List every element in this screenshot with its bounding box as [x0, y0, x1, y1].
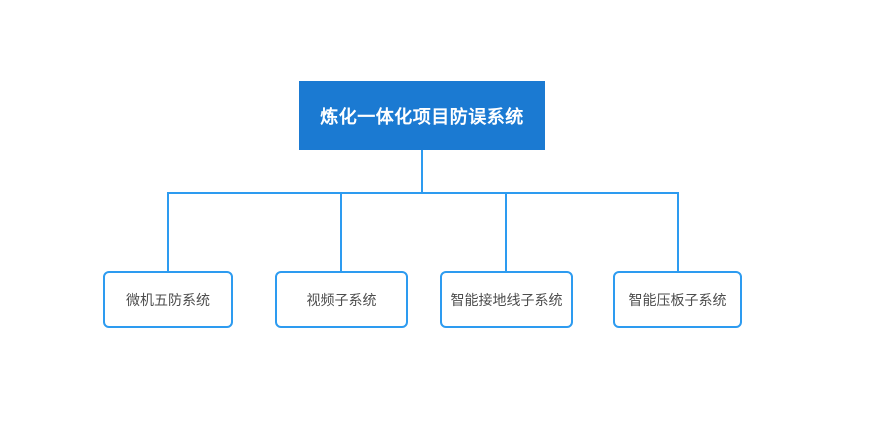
child-node-label: 智能接地线子系统 — [450, 291, 563, 308]
child-node-smart-grounding-wire[interactable]: 智能接地线子系统 — [440, 271, 573, 328]
root-node-label: 炼化一体化项目防误系统 — [320, 106, 524, 127]
connector-bus — [167, 192, 679, 271]
child-node-video-subsystem[interactable]: 视频子系统 — [275, 271, 408, 328]
child-node-label: 智能压板子系统 — [628, 291, 727, 308]
child-node-label: 微机五防系统 — [126, 291, 210, 308]
child-node-label: 视频子系统 — [306, 291, 377, 308]
child-node-micro-five-prevention[interactable]: 微机五防系统 — [103, 271, 233, 328]
child-node-smart-pressure-plate[interactable]: 智能压板子系统 — [613, 271, 742, 328]
root-node[interactable]: 炼化一体化项目防误系统 — [299, 81, 545, 150]
